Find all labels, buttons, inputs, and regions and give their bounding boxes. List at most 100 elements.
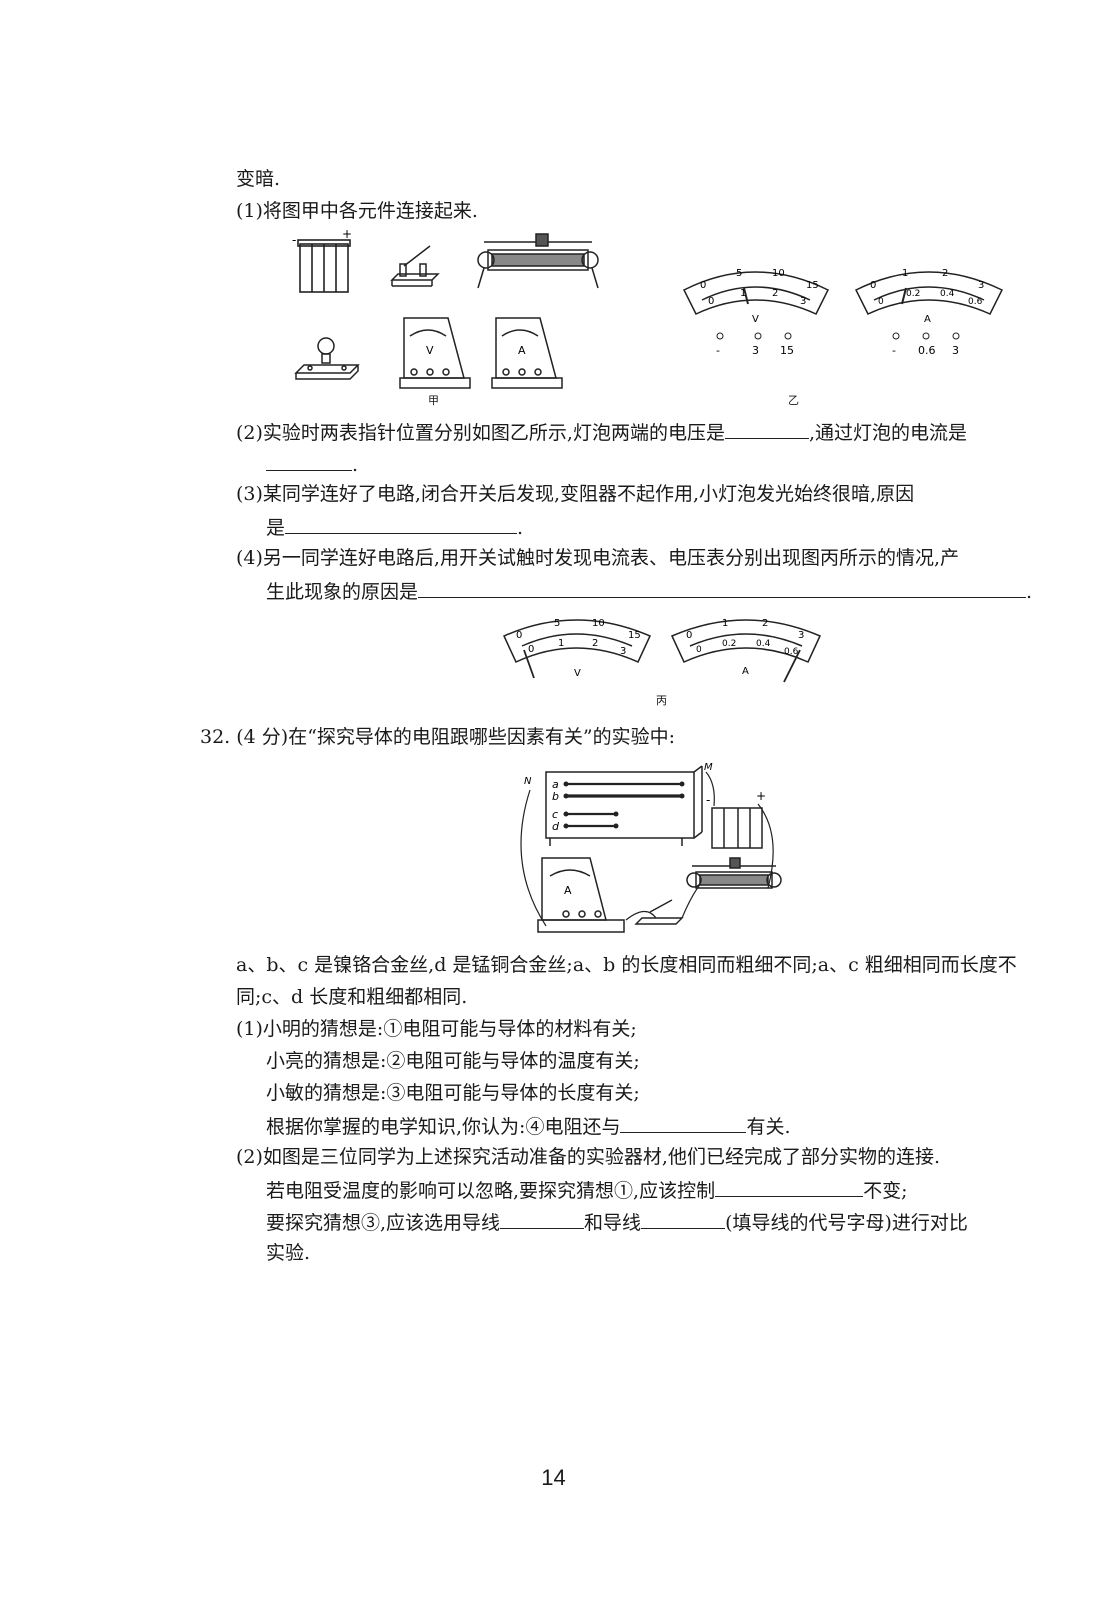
battery-minus-label: - (292, 233, 296, 247)
answer-blank-wire-1[interactable] (500, 1208, 585, 1229)
svg-text:15: 15 (628, 630, 641, 641)
answer-blank-reason-dim[interactable] (285, 513, 518, 534)
svg-text:0.6: 0.6 (784, 647, 799, 657)
svg-text:0: 0 (870, 280, 876, 291)
q32-desc-line1: a、b、c 是镍铬合金丝,d 是锰铜合金丝;a、b 的长度相同而粗细不同;a、c… (236, 954, 1017, 976)
caption-yi: 乙 (788, 394, 799, 407)
voltmeter-bing-letter: V (574, 668, 581, 679)
q32-part2-b: 若电阻受温度的影响可以忽略,要探究猜想①,应该控制不变; (266, 1176, 908, 1204)
svg-text:2: 2 (942, 268, 948, 279)
voltmeter-face-bing (503, 619, 652, 679)
answer-blank-wire-2[interactable] (641, 1208, 726, 1229)
svg-text:3: 3 (620, 646, 626, 657)
q32-part1-b: 小亮的猜想是:②电阻可能与导体的温度有关; (266, 1050, 640, 1072)
q31-part3-cont: 是. (266, 513, 523, 541)
voltmeter-yi-letter: V (752, 314, 759, 325)
battery-icon (297, 239, 351, 293)
svg-text:3: 3 (800, 296, 806, 307)
q31-part2-cont: . (266, 450, 358, 478)
svg-text:5: 5 (554, 618, 560, 629)
voltmeter-icon (399, 317, 471, 389)
svg-text:+: + (756, 789, 766, 803)
svg-text:3: 3 (952, 344, 959, 357)
rheostat-icon (477, 233, 599, 289)
switch-icon-q32 (634, 899, 684, 925)
ammeter-face-yi (854, 271, 1004, 315)
svg-text:10: 10 (772, 268, 785, 279)
svg-text:1: 1 (902, 268, 908, 279)
ammeter-q32-letter: A (564, 884, 572, 897)
svg-text:2: 2 (772, 288, 778, 299)
svg-text:3: 3 (798, 630, 804, 641)
q31-part4: (4)另一同学连好电路后,用开关试触时发现电流表、电压表分别出现图丙所示的情况,… (236, 547, 959, 569)
svg-text:0.2: 0.2 (722, 639, 736, 649)
figure-jia-components: - + (288, 227, 618, 408)
svg-text:0.4: 0.4 (940, 289, 955, 299)
svg-text:0: 0 (516, 630, 522, 641)
svg-text:0.6: 0.6 (968, 297, 983, 307)
q32-part1-d: 根据你掌握的电学知识,你认为:④电阻还与有关. (266, 1112, 791, 1140)
svg-text:-: - (892, 344, 896, 357)
svg-text:15: 15 (780, 344, 794, 357)
answer-blank-current[interactable] (266, 450, 352, 471)
answer-blank-factor[interactable] (620, 1112, 747, 1133)
svg-text:15: 15 (806, 280, 819, 291)
svg-text:0: 0 (696, 645, 702, 655)
voltmeter-letter: V (426, 344, 434, 357)
q32-part2-c: 要探究猜想③,应该选用导线和导线(填导线的代号字母)进行对比 (266, 1208, 968, 1236)
ammeter-bing-letter: A (742, 666, 749, 677)
figure-yi-meters: 0 5 10 15 0 1 2 3 V - 3 15 0 1 2 3 0 0.2… (680, 258, 1010, 368)
answer-blank-reason-meters[interactable] (418, 577, 1027, 598)
svg-text:c: c (552, 808, 558, 821)
svg-text:1: 1 (740, 288, 746, 299)
svg-text:0: 0 (700, 280, 706, 291)
svg-text:b: b (552, 790, 559, 803)
svg-text:0: 0 (708, 296, 714, 307)
lamp-icon (294, 337, 360, 380)
q31-part3: (3)某同学连好了电路,闭合开关后发现,变阻器不起作用,小灯泡发光始终很暗,原因 (236, 483, 915, 505)
figure-bing-meters: 0 5 10 15 0 1 2 3 V 0 1 2 3 0 0.2 0.4 0.… (500, 612, 830, 688)
svg-text:0: 0 (686, 630, 692, 641)
svg-text:-: - (706, 793, 710, 807)
svg-text:10: 10 (592, 618, 605, 629)
answer-blank-control[interactable] (715, 1176, 864, 1197)
q32-part2-a: (2)如图是三位同学为上述探究活动准备的实验器材,他们已经完成了部分实物的连接. (236, 1146, 940, 1168)
q31-intro-tail: 变暗. (236, 168, 281, 190)
battery-plus-label: + (342, 228, 352, 241)
q32-part1-c: 小敏的猜想是:③电阻可能与导体的长度有关; (266, 1082, 640, 1104)
switch-icon (390, 245, 440, 287)
figure-q32-circuit: a b c d - + M N A (506, 754, 796, 944)
q32-part2-d: 实验. (266, 1242, 311, 1264)
battery-icon-q32 (711, 807, 763, 849)
svg-text:a: a (552, 778, 559, 791)
svg-text:0.2: 0.2 (906, 289, 920, 299)
svg-text:0: 0 (528, 644, 534, 655)
svg-text:3: 3 (752, 344, 759, 357)
caption-bing: 丙 (656, 694, 667, 707)
page-number: 14 (541, 1465, 566, 1490)
svg-text:d: d (552, 820, 560, 833)
q31-part4-cont: 生此现象的原因是. (266, 577, 1032, 605)
svg-text:2: 2 (592, 638, 598, 649)
q31-part2: (2)实验时两表指针位置分别如图乙所示,灯泡两端的电压是,通过灯泡的电流是 (236, 418, 967, 446)
ammeter-icon (491, 317, 563, 389)
svg-text:0.6: 0.6 (918, 344, 936, 357)
ammeter-yi-letter: A (924, 314, 931, 325)
rheostat-icon-q32 (686, 857, 782, 889)
answer-blank-voltage[interactable] (724, 418, 809, 439)
svg-text:0: 0 (878, 297, 884, 307)
svg-text:2: 2 (762, 618, 768, 629)
ammeter-letter: A (518, 344, 526, 357)
ammeter-face-bing (670, 619, 822, 683)
wire-board-icon (545, 765, 703, 846)
svg-text:3: 3 (978, 280, 984, 291)
svg-text:-: - (716, 344, 720, 357)
svg-text:0.4: 0.4 (756, 639, 771, 649)
q32-part1-a: (1)小明的猜想是:①电阻可能与导体的材料有关; (236, 1018, 637, 1040)
q32-desc-line2: 同;c、d 长度和粗细都相同. (236, 986, 468, 1008)
point-n-label: N (524, 776, 532, 787)
svg-text:1: 1 (558, 638, 564, 649)
svg-text:5: 5 (736, 268, 742, 279)
ammeter-icon-q32 (537, 857, 625, 933)
voltmeter-face-yi (682, 271, 830, 315)
